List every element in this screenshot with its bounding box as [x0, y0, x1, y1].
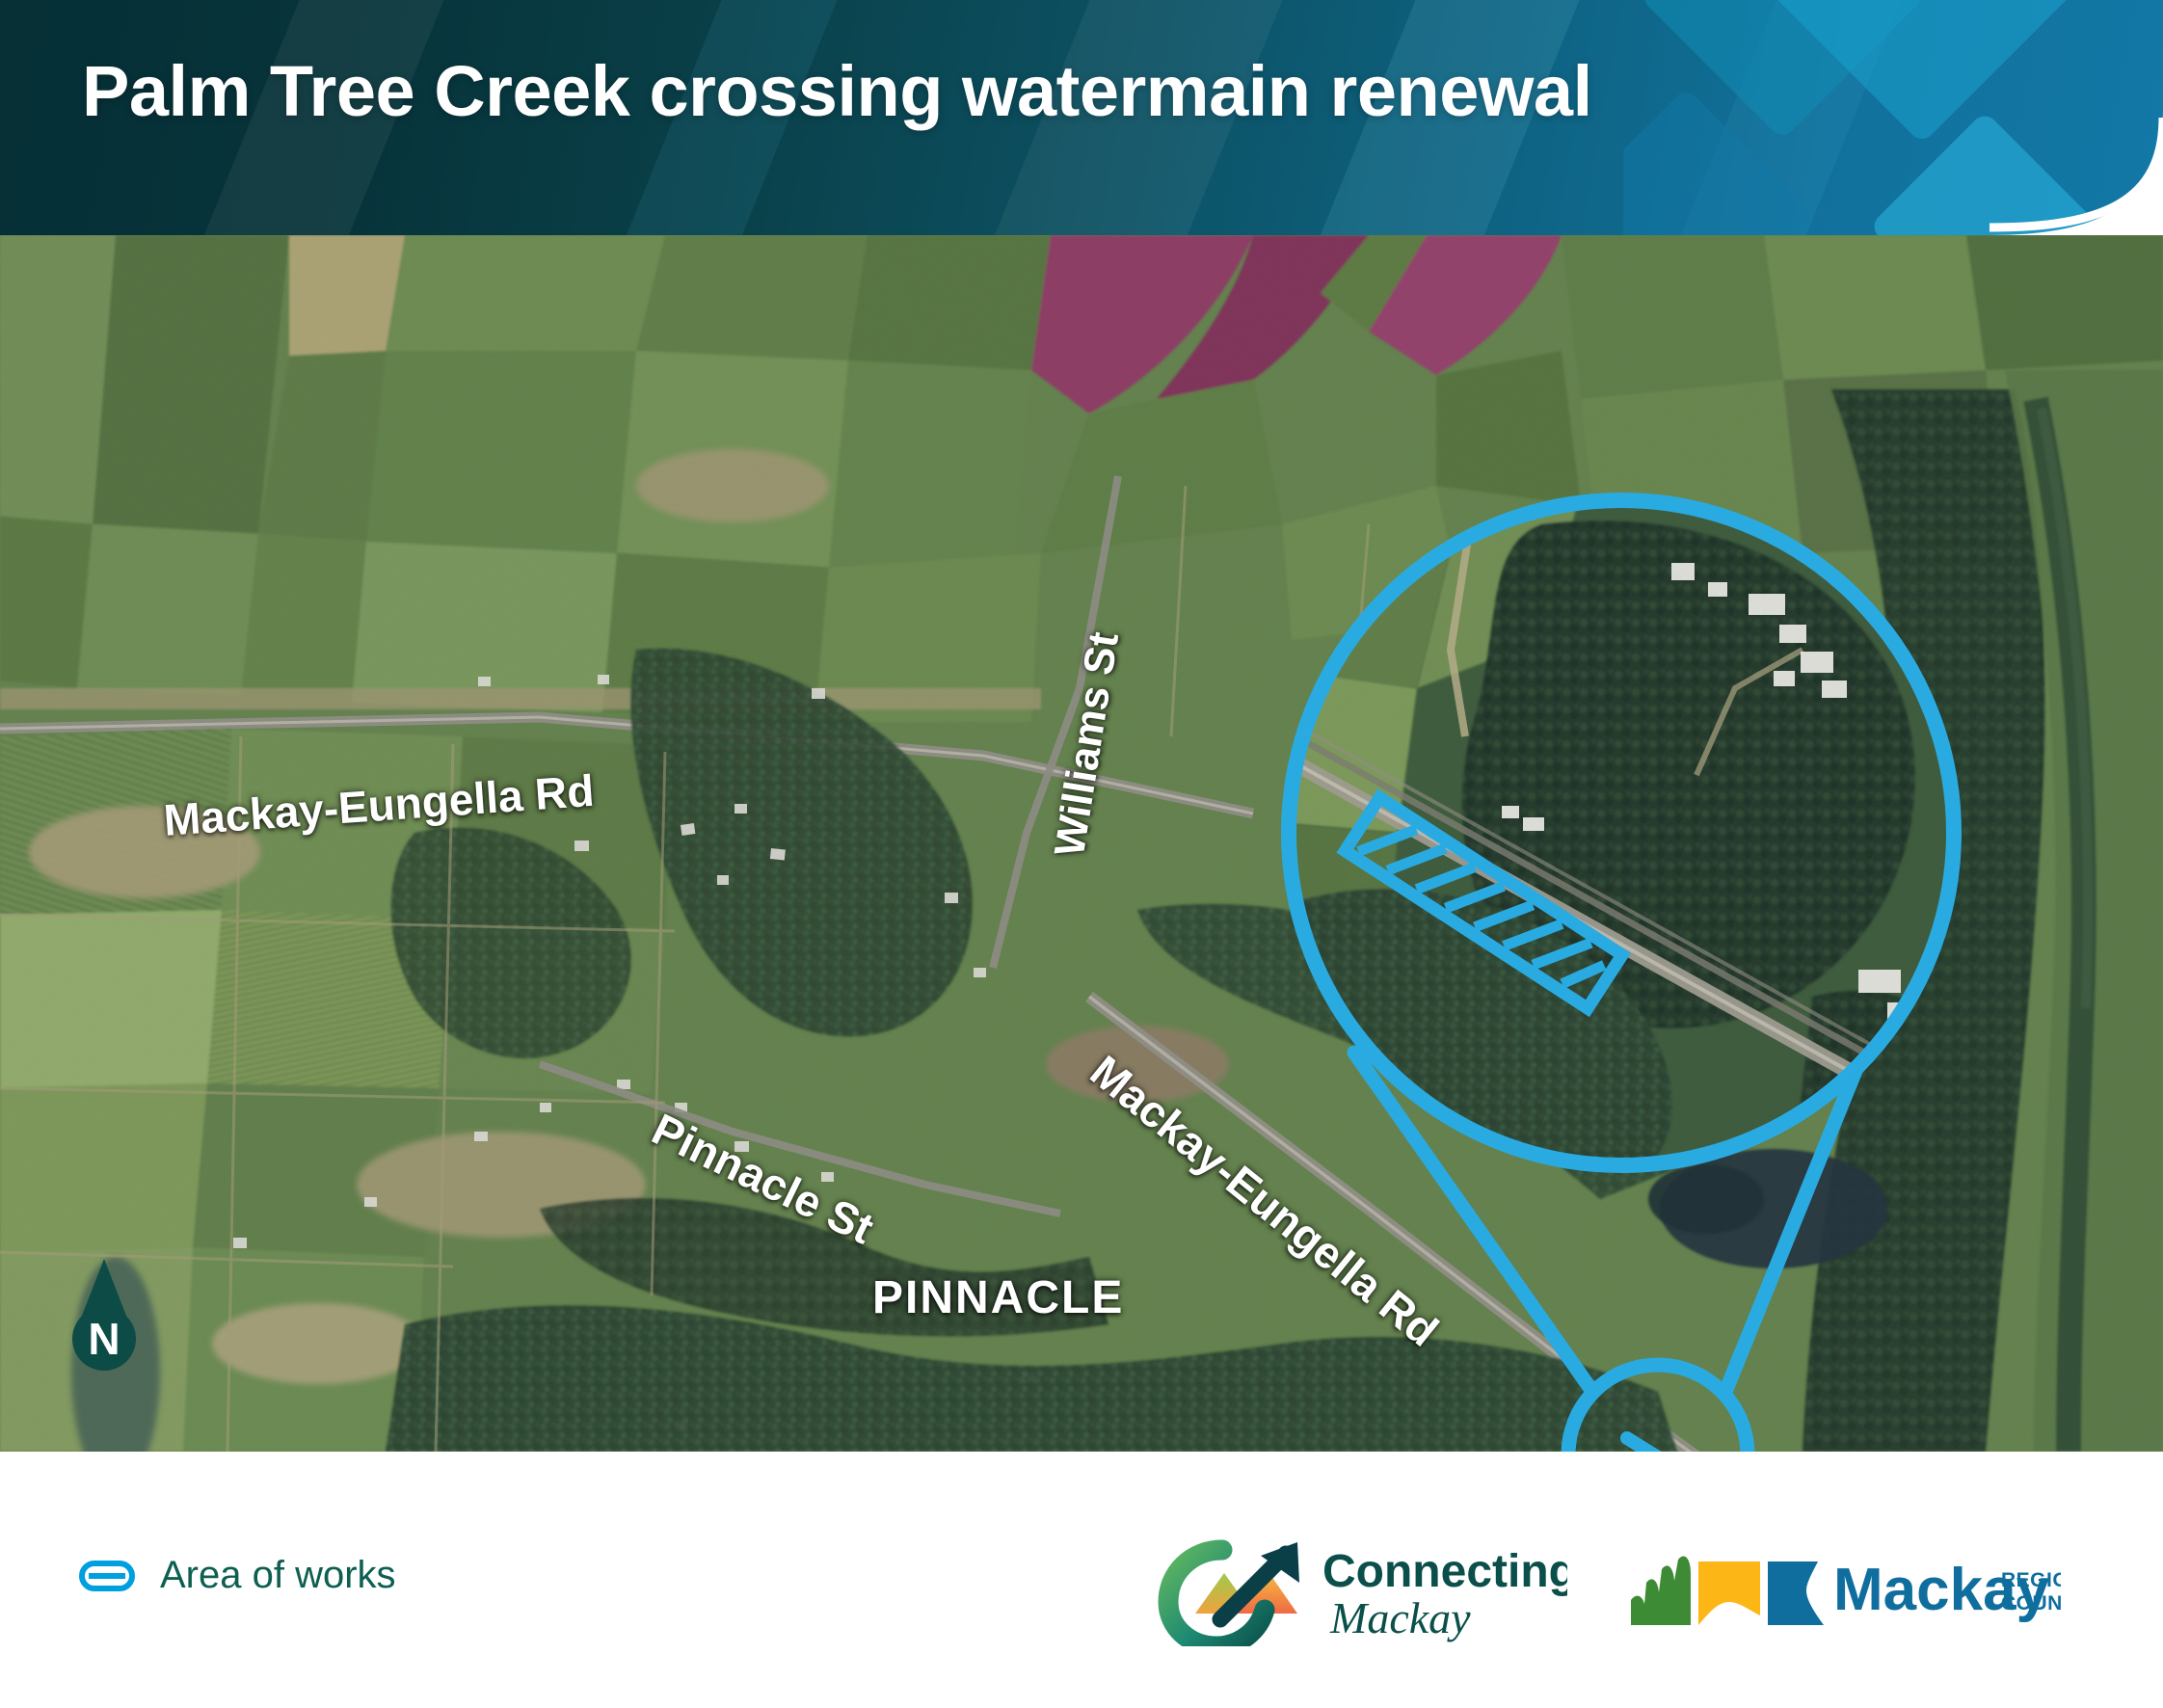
council-wordmark: Mackay [1833, 1557, 2050, 1623]
map-legend: Area of works [79, 1554, 396, 1597]
magnifier-circle [1281, 493, 1962, 1173]
page-title: Palm Tree Creek crossing watermain renew… [82, 51, 1592, 131]
header-banner: Palm Tree Creek crossing watermain renew… [0, 0, 2163, 235]
council-sub-regional: REGIONAL [2001, 1569, 2061, 1591]
legend-label: Area of works [160, 1554, 396, 1596]
source-location-circle [1561, 1357, 1755, 1452]
connecting-wordmark: Connecting [1322, 1546, 1567, 1597]
north-arrow-letter: N [88, 1314, 120, 1364]
north-arrow-circle [72, 1307, 136, 1371]
callout-connector [1347, 1027, 1878, 1400]
works-line-marker [1620, 1431, 1662, 1452]
area-of-works-hatch [1336, 788, 1631, 1018]
works-pill-icon [79, 1560, 135, 1591]
mackay-script: Mackay [1329, 1593, 1471, 1642]
aerial-imagery [0, 235, 2163, 1452]
north-arrow-indicator: N [61, 1259, 144, 1376]
header-corner-curve [1989, 110, 2163, 235]
aerial-map[interactable]: Mackay-Eungella Rd Williams St Pinnacle … [0, 235, 2163, 1452]
council-sub-council: COUNCIL [2001, 1592, 2061, 1615]
mackay-regional-council-logo: Mackay REGIONAL COUNCIL [1631, 1556, 2061, 1625]
connecting-mackay-logo: Connecting Mackay [1158, 1539, 1567, 1646]
